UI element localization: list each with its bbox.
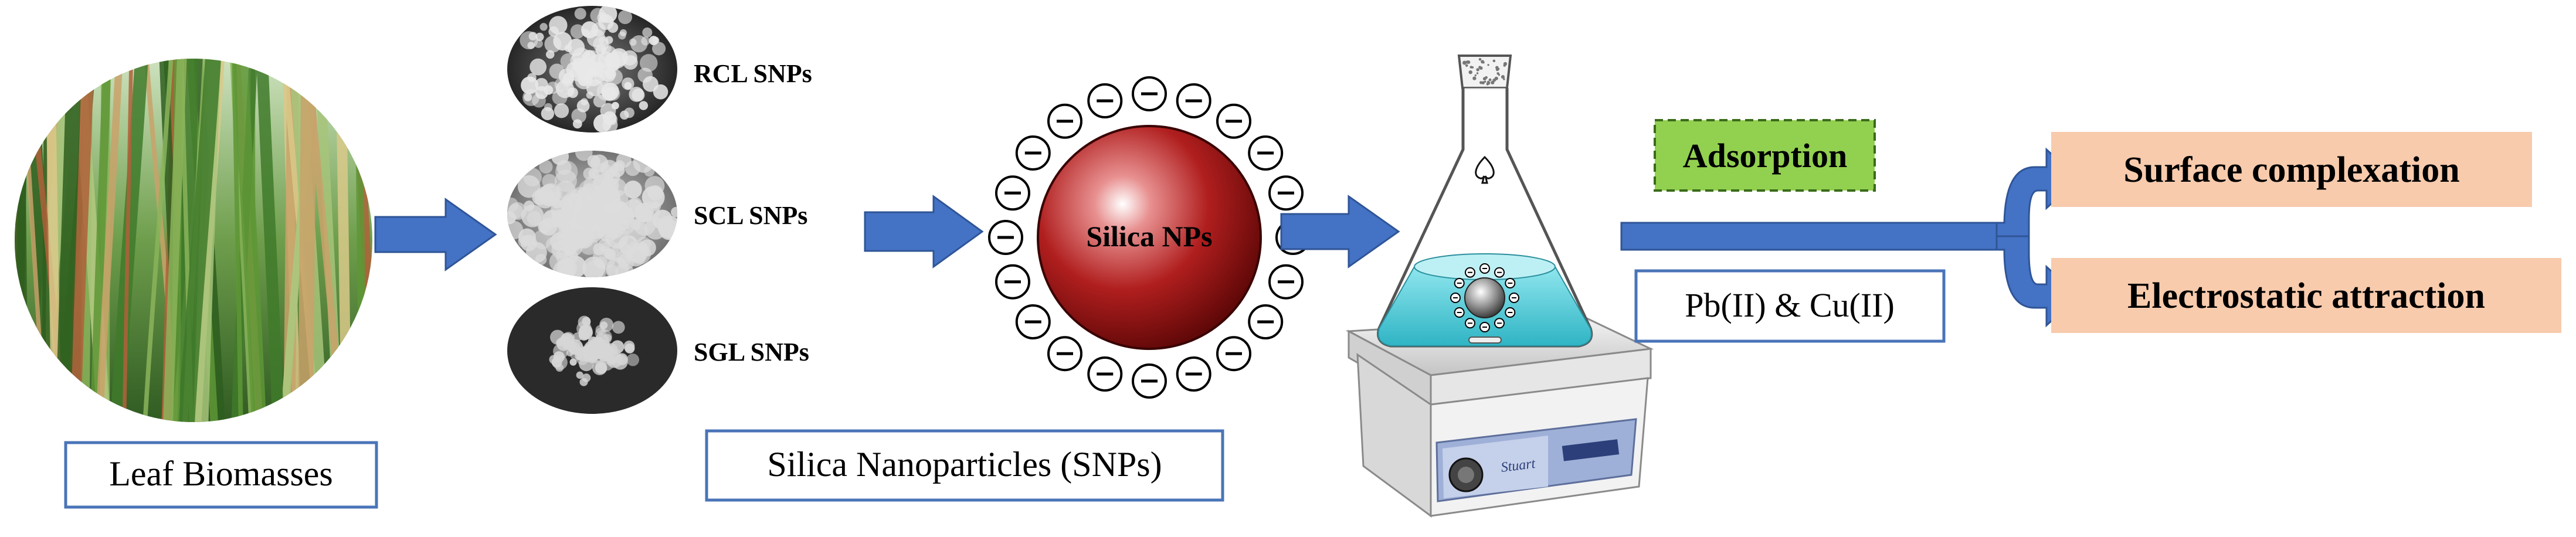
scl-snps-label: SCL SNPs — [694, 201, 807, 230]
minus-charge-icon — [1454, 278, 1465, 288]
leaf-biomasses-box: Leaf Biomasses — [64, 441, 378, 509]
minus-charge-icon — [1248, 304, 1284, 340]
sem-image-scl — [507, 151, 677, 277]
electrostatic-attraction-box: Electrostatic attraction — [2051, 258, 2561, 333]
sem-image-sgl — [507, 287, 677, 414]
minus-charge-icon — [995, 175, 1030, 211]
minus-charge-icon — [1176, 356, 1211, 392]
minus-charge-icon — [1087, 356, 1123, 392]
minus-charge-icon — [1454, 307, 1465, 318]
silica-np-sphere: Silica NPs — [1037, 125, 1262, 350]
silica-nanoparticles-box: Silica Nanoparticles (SNPs) — [705, 429, 1224, 502]
minus-charge-icon — [1479, 322, 1490, 332]
minus-charge-icon — [1132, 363, 1167, 399]
hotplate-stirrer: Stuart — [1345, 315, 1654, 518]
surface-complexation-box: Surface complexation — [2051, 132, 2532, 207]
minus-charge-icon — [988, 220, 1023, 255]
minus-charge-icon — [1494, 318, 1505, 329]
flow-arrow-1 — [374, 198, 497, 271]
minus-charge-icon — [1450, 293, 1461, 303]
minus-charge-icon — [1047, 336, 1082, 372]
adsorption-box: Adsorption — [1654, 119, 1876, 192]
minus-charge-icon — [1509, 293, 1519, 303]
minus-charge-icon — [1479, 263, 1490, 274]
metal-ions-label: Pb(II) & Cu(II) — [1685, 286, 1895, 324]
minus-charge-icon — [1216, 336, 1252, 372]
flow-arrow-2 — [864, 195, 984, 268]
minus-charge-icon — [1268, 264, 1304, 300]
minus-charge-icon — [1087, 83, 1123, 118]
silica-nps-label: Silica NPs — [1086, 220, 1212, 253]
minus-charge-icon — [1268, 175, 1304, 211]
minus-charge-icon — [1216, 103, 1252, 139]
sgl-snps-label: SGL SNPs — [694, 338, 809, 366]
rcl-snps-label: RCL SNPs — [694, 59, 812, 88]
adsorption-label: Adsorption — [1683, 137, 1847, 175]
minus-charge-icon — [1132, 76, 1167, 111]
erlenmeyer-flask — [1377, 55, 1593, 348]
leaf-biomass-photo — [15, 59, 372, 422]
minus-charge-icon — [1015, 304, 1051, 340]
minus-charge-icon — [1248, 135, 1284, 171]
sem-image-rcl — [507, 6, 677, 132]
minus-charge-icon — [1505, 278, 1516, 288]
minus-charge-icon — [995, 264, 1030, 300]
minus-charge-icon — [1176, 83, 1211, 118]
minus-charge-icon — [1047, 103, 1082, 139]
metal-ions-box: Pb(II) & Cu(II) — [1634, 269, 1946, 343]
leaf-biomasses-label: Leaf Biomasses — [109, 454, 333, 493]
minus-charge-icon — [1015, 135, 1051, 171]
minus-charge-icon — [1465, 267, 1475, 278]
silica-nanoparticles-label: Silica Nanoparticles (SNPs) — [767, 445, 1162, 484]
minus-charge-icon — [1494, 267, 1505, 278]
surface-complexation-label: Surface complexation — [2123, 150, 2459, 190]
minus-charge-icon — [1465, 318, 1475, 329]
flow-arrow-3 — [1280, 195, 1400, 268]
electrostatic-attraction-label: Electrostatic attraction — [2127, 276, 2485, 316]
minus-charge-icon — [1505, 307, 1516, 318]
mechanism-fork-arrow — [1620, 147, 2081, 328]
